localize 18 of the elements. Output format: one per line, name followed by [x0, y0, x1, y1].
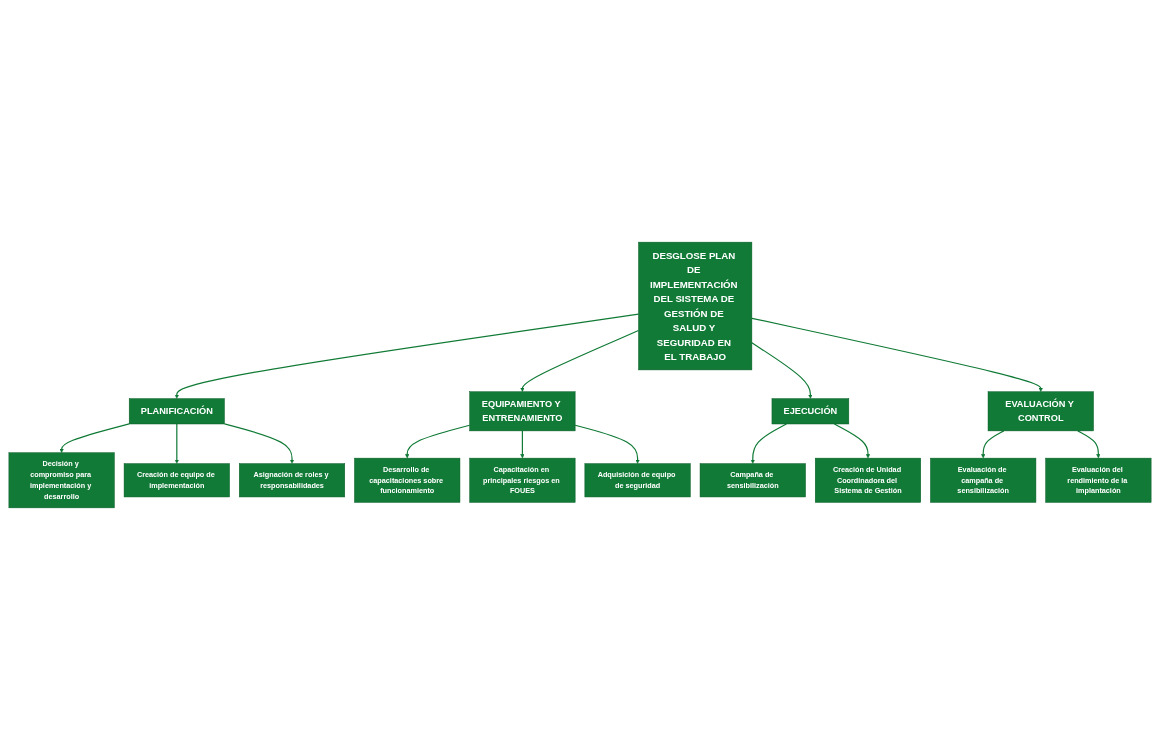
- node-box: DESGLOSE PLAN DE IMPLEMENTACIÓN DEL SISTEMA DE GESTIÓN DE SALUD Y SEGURIDAD EN EL TRABAJO: [637, 241, 752, 370]
- arrow: [519, 429, 525, 458]
- arrow: [404, 424, 470, 458]
- arrow: [750, 317, 1043, 392]
- arrow: [750, 341, 812, 399]
- node-box: EQUIPAMIENTO Y ENTRENAMIENTO: [468, 390, 575, 431]
- node-box: EVALUACIÓN Y CONTROL: [987, 390, 1094, 431]
- arrow: [750, 422, 787, 464]
- arrow: [174, 422, 179, 464]
- node-box: PLANIFICACIÓN: [128, 397, 225, 424]
- arrow: [223, 422, 294, 464]
- arrow: [574, 424, 640, 464]
- arrow: [980, 429, 1004, 458]
- arrow: [59, 422, 130, 453]
- arrow: [833, 422, 870, 458]
- node-box: EJECUCIÓN: [771, 397, 849, 424]
- arrow: [174, 313, 639, 399]
- arrow: [519, 329, 639, 392]
